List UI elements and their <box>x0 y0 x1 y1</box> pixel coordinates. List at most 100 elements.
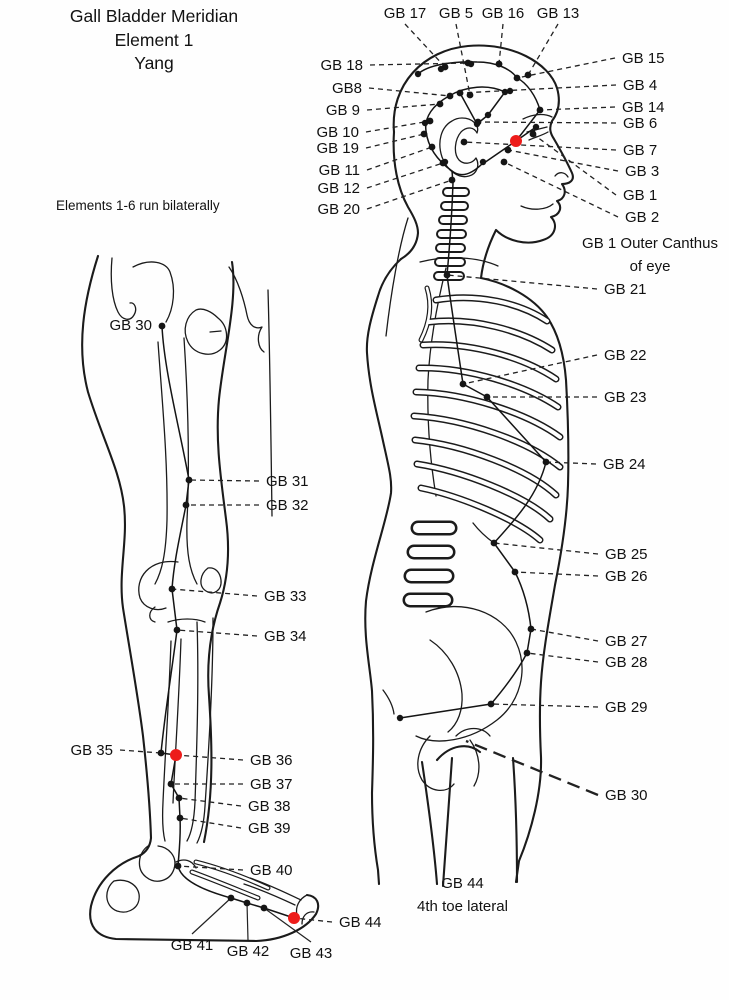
meridian-neck <box>446 170 454 276</box>
point-label-gb-10: GB 10 <box>316 124 359 141</box>
leader-gb-31 <box>188 479 260 482</box>
point-label-gb-20: GB 20 <box>317 201 360 218</box>
gb44-caption-line-2: 4th toe lateral <box>417 897 508 915</box>
point-label-gb-11: GB 11 <box>319 162 360 179</box>
point-label-gb-14: GB 14 <box>622 99 665 116</box>
leader-gb-5 <box>455 23 471 96</box>
point-label-gb-40: GB 40 <box>250 862 293 879</box>
trapezius-line <box>385 217 409 337</box>
torso-front-outline <box>479 276 570 884</box>
leader-gb-2 <box>503 161 619 218</box>
rib <box>413 438 558 497</box>
rib <box>415 462 552 521</box>
gb1-caption-line-1: GB 1 Outer Canthus <box>582 235 718 252</box>
pelvis-ilium <box>415 605 523 742</box>
meridian-torso <box>399 274 547 719</box>
meridian-dot <box>532 123 540 131</box>
knee-detail <box>149 606 206 623</box>
mouth <box>520 203 554 210</box>
metatarsal <box>190 870 260 900</box>
point-dot-gb-22 <box>459 380 467 388</box>
meridian-head-inner-arc <box>425 86 506 176</box>
ear <box>439 117 479 178</box>
point-dot-gb-3 <box>504 146 512 154</box>
leader-gb-41 <box>191 897 232 935</box>
point-label-gb-32: GB 32 <box>266 497 309 514</box>
point-label-gb-23: GB 23 <box>604 389 647 406</box>
head-back-outline <box>392 130 420 261</box>
rib <box>417 365 560 409</box>
point-label-gb-39: GB 39 <box>248 820 291 837</box>
point-dot-gb-42 <box>243 899 251 907</box>
leader-gb-7 <box>463 141 617 151</box>
point-label-gb-19: GB 19 <box>316 140 359 157</box>
leader-gb-14 <box>539 106 616 111</box>
leader-gb-29 <box>490 703 599 708</box>
leader-gb8 <box>368 87 451 97</box>
leader-gb-1 <box>532 133 617 196</box>
point-label-gb-5: GB 5 <box>439 5 473 22</box>
point-label-gb-36: GB 36 <box>250 752 293 769</box>
title-line-2: Element 1 <box>114 29 194 50</box>
leader-gb-3 <box>507 149 619 172</box>
tibia <box>186 617 214 844</box>
meridian-dot <box>506 87 514 95</box>
point-dot-gb-24 <box>542 458 550 466</box>
point-dot-gb-39 <box>176 814 184 822</box>
leader-gb-44 <box>293 917 333 923</box>
point-label-gb-30: GB 30 <box>109 317 152 334</box>
point-dot-gb-26 <box>511 568 519 576</box>
point-dot-gb-41 <box>227 894 235 902</box>
gb1-caption-line-2: of eye <box>629 257 671 275</box>
point-dot-gb-29 <box>487 700 495 708</box>
leader-gb-43 <box>263 907 312 943</box>
point-label-gb-9: GB 9 <box>326 102 360 119</box>
leader-gb-9 <box>366 103 441 111</box>
point-label-gb-25: GB 25 <box>605 546 648 563</box>
point-dot-gb-14 <box>536 106 544 114</box>
point-label-gb-30: GB 30 <box>605 787 648 804</box>
point-dot-gb-1 <box>529 130 537 138</box>
meridian-dot <box>437 65 445 73</box>
point-dot-gb-32 <box>182 501 190 509</box>
rib <box>421 342 558 381</box>
leader-gb-40 <box>177 865 244 871</box>
meridian-dot <box>495 60 503 68</box>
torso-back-outline <box>364 257 403 886</box>
point-dot-gb-2 <box>500 158 508 166</box>
point-label-gb-37: GB 37 <box>250 776 293 793</box>
point-label-gb-24: GB 24 <box>603 456 646 473</box>
patella <box>138 560 179 611</box>
meridian-dot <box>414 70 422 78</box>
leader-gb-20 <box>366 179 453 210</box>
leader-gb-39 <box>179 817 242 829</box>
point-label-gb-27: GB 27 <box>605 633 648 650</box>
point-label-gb-7: GB 7 <box>623 142 657 159</box>
point-label-gb-26: GB 26 <box>605 568 648 585</box>
leg-front-outline <box>202 260 235 844</box>
point-label-gb-16: GB 16 <box>482 5 525 22</box>
point-dot-gb-9 <box>436 100 444 108</box>
point-label-gb-33: GB 33 <box>264 588 307 605</box>
nostril <box>554 172 569 178</box>
meridian-dot <box>396 714 404 722</box>
leader-gb-38 <box>178 797 242 807</box>
point-label-gb-6: GB 6 <box>623 115 657 132</box>
femur-shaft <box>154 337 198 585</box>
meridian-dot <box>501 88 509 96</box>
foot-fan-lines <box>243 877 302 906</box>
figure-leg <box>81 254 320 943</box>
leader-gb-11 <box>366 146 433 171</box>
point-dot-gb-11 <box>428 143 436 151</box>
head-outline <box>392 44 574 280</box>
hip-bone-hanging <box>110 257 137 320</box>
point-dot-gb-15 <box>513 74 521 82</box>
point-label-gb-35: GB 35 <box>70 742 113 759</box>
point-label-gb-29: GB 29 <box>605 699 648 716</box>
bilateral-note: Elements 1-6 run bilaterally <box>56 198 220 213</box>
leader-gb-19 <box>365 133 425 149</box>
leader-gb-18 <box>369 62 469 66</box>
point-dot-gb-30 <box>158 322 166 330</box>
